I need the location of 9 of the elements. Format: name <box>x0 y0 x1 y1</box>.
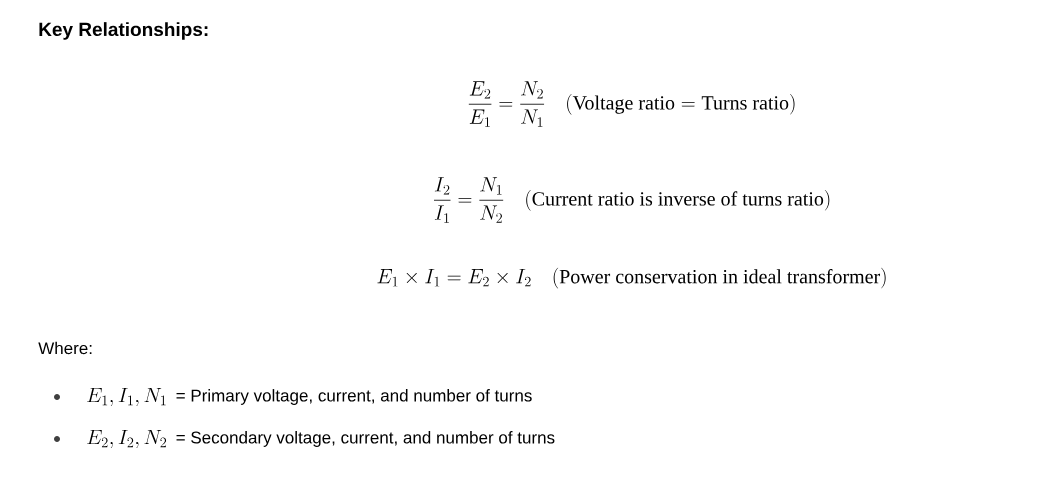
definition-text: = Primary voltage, current, and number of turns <box>176 389 532 405</box>
heading: Key Relationships: <box>39 22 208 40</box>
note-text: Where: <box>38 341 92 355</box>
symbol-list: $E_1, I_1, N_1$ <box>87 387 166 407</box>
definition-text: = Secondary voltage, current, and number of turns <box>176 431 555 447</box>
equation: $E_1 \times I_1 = E_2 \times I_2 \quad (\text{Power conservation in ideal transformer})$ <box>377 267 886 289</box>
equation: $\frac{E_2}{E_1} = \frac{N_2}{N_1} \quad (\text{Voltage ratio} = \text{Turns ratio})$ <box>468 81 795 127</box>
equation: $\frac{I_2}{I_1} = \frac{N_1}{N_2} \quad (\text{Current ratio is inverse of turns ratio})$ <box>434 177 830 223</box>
symbol-list: $E_2, I_2, N_2$ <box>87 429 167 449</box>
